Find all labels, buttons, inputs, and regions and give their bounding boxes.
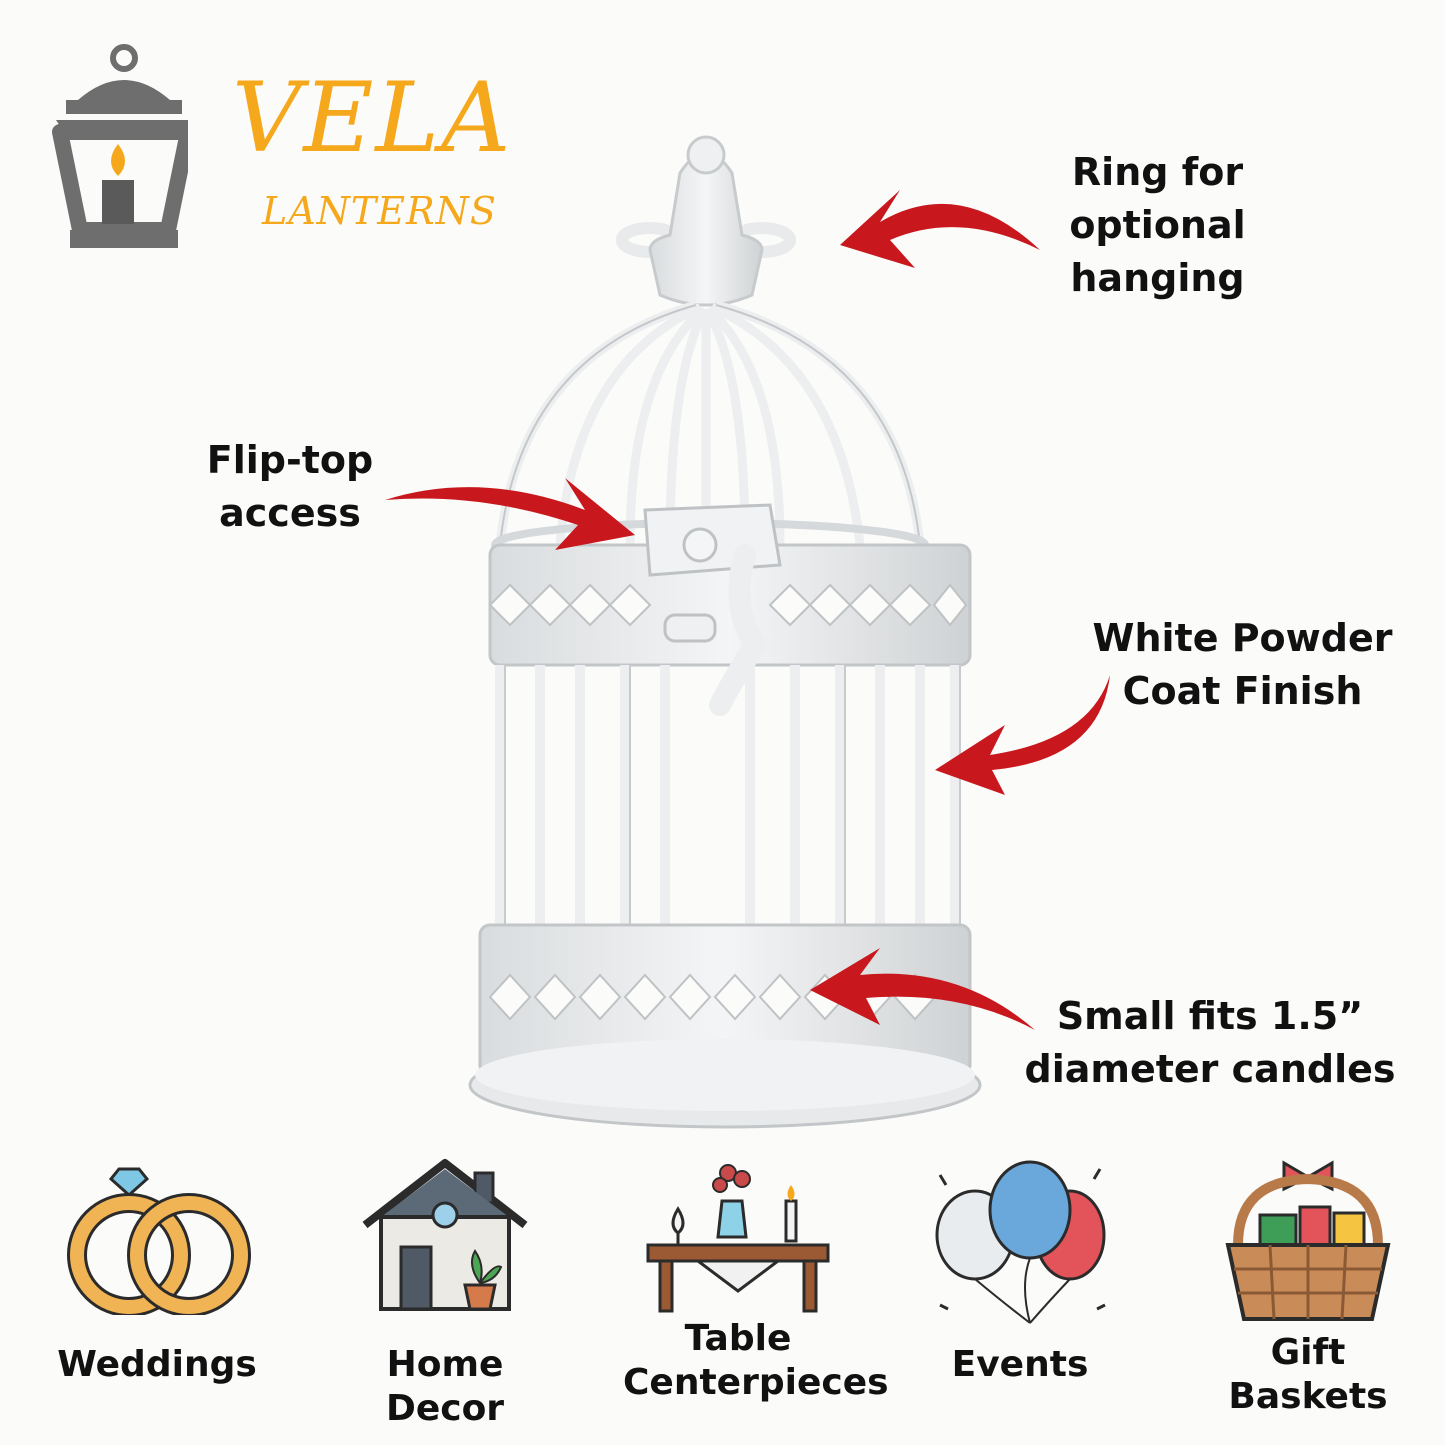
table-centerpiece-icon bbox=[646, 1164, 830, 1313]
finish-callout-line: Coat Finish bbox=[1122, 669, 1363, 713]
feature-label: Events bbox=[905, 1343, 1135, 1387]
feature-label-line: Centerpieces bbox=[623, 1362, 889, 1403]
brand-subtitle: LANTERNS bbox=[262, 189, 497, 233]
balloons-icon bbox=[935, 1160, 1106, 1324]
feature-events: Events bbox=[905, 1155, 1135, 1387]
gift-basket-icon bbox=[1225, 1160, 1391, 1321]
feature-label: Gift Baskets bbox=[1193, 1331, 1423, 1419]
finish-callout: White Powder Coat Finish bbox=[1080, 612, 1405, 718]
feature-label-line: Gift bbox=[1270, 1332, 1346, 1373]
feature-gift-baskets: Gift Baskets bbox=[1193, 1155, 1423, 1419]
ring-callout: Ring for optional hanging bbox=[1040, 146, 1275, 305]
feature-label-line: Events bbox=[951, 1344, 1089, 1385]
size-callout-line: Small fits 1.5” bbox=[1056, 994, 1364, 1038]
size-callout-line: diameter candles bbox=[1024, 1047, 1396, 1091]
feature-label-line: Baskets bbox=[1228, 1376, 1388, 1417]
ring-callout-line: hanging bbox=[1070, 256, 1245, 300]
wedding-rings-icon bbox=[67, 1167, 251, 1315]
feature-label: Home Decor bbox=[330, 1343, 560, 1431]
finish-callout-line: White Powder bbox=[1092, 616, 1393, 660]
feature-label-line: Table bbox=[684, 1318, 792, 1359]
house-icon bbox=[362, 1159, 528, 1311]
feature-table-centerpieces: Table Centerpieces bbox=[623, 1155, 889, 1405]
feature-label: Table Centerpieces bbox=[623, 1317, 889, 1405]
feature-label-line: Weddings bbox=[57, 1344, 257, 1385]
ring-callout-line: Ring for bbox=[1071, 150, 1244, 194]
flip-top-callout-line: access bbox=[219, 491, 361, 535]
birdcage-lantern-image bbox=[468, 135, 982, 1129]
flip-top-callout-line: Flip-top bbox=[206, 438, 374, 482]
feature-weddings: Weddings bbox=[42, 1155, 272, 1387]
lantern-icon bbox=[52, 44, 188, 248]
feature-label-line: Home Decor bbox=[385, 1344, 505, 1429]
flip-top-callout: Flip-top access bbox=[180, 434, 400, 540]
ring-callout-line: optional bbox=[1069, 203, 1246, 247]
feature-home-decor: Home Decor bbox=[330, 1155, 560, 1431]
feature-label: Weddings bbox=[42, 1343, 272, 1387]
size-callout: Small fits 1.5” diameter candles bbox=[1005, 990, 1415, 1096]
brand-name: VELA bbox=[232, 62, 513, 174]
